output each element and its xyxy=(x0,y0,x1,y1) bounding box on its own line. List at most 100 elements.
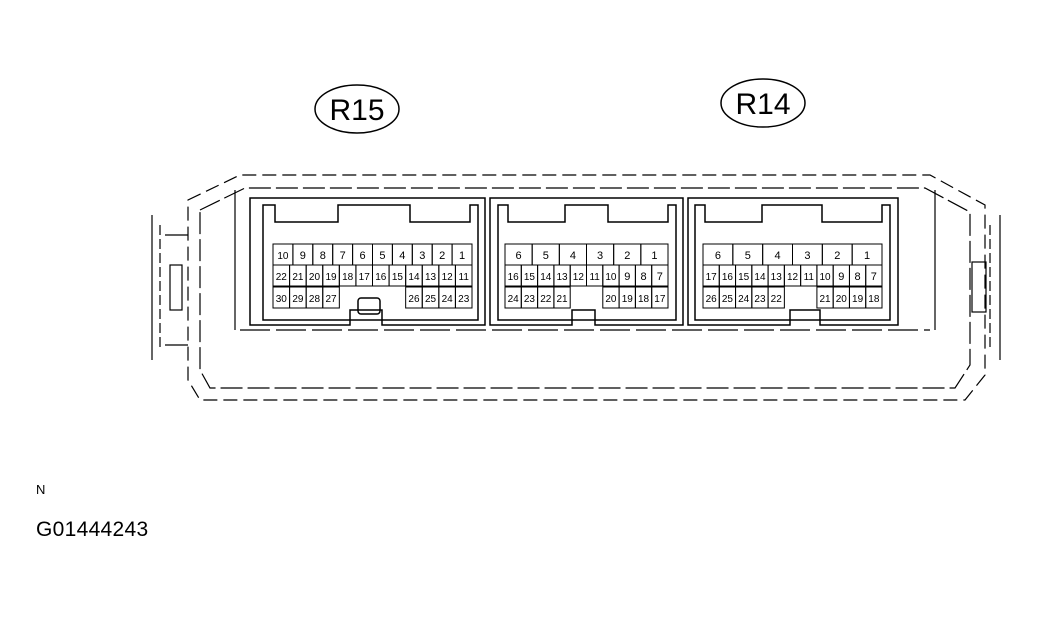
connector-body-r14a xyxy=(489,197,684,326)
pin-number: 6 xyxy=(516,250,522,262)
pin-cell xyxy=(865,264,883,287)
pin-number: 2 xyxy=(439,250,445,262)
pin-number: 19 xyxy=(622,294,634,305)
pin-number: 26 xyxy=(706,294,718,305)
pin-number: 3 xyxy=(597,250,603,262)
pin-number: 25 xyxy=(722,294,734,305)
pin-number: 4 xyxy=(775,250,781,262)
pin-number: 24 xyxy=(738,294,750,305)
pin-number: 29 xyxy=(292,294,304,305)
pin-number: 9 xyxy=(838,271,844,283)
pin-number: 10 xyxy=(277,251,289,262)
pin-number: 27 xyxy=(325,294,337,305)
pin-number: 11 xyxy=(459,272,470,283)
pin-cell xyxy=(651,286,669,309)
pin-number: 1 xyxy=(651,250,657,262)
pin-number: 1 xyxy=(864,250,870,262)
pin-number: 6 xyxy=(359,250,365,262)
pin-number: 23 xyxy=(754,294,766,305)
pin-number: 5 xyxy=(379,250,385,262)
pin-cell xyxy=(454,286,473,309)
pin-number: 7 xyxy=(657,271,663,283)
pin-cell xyxy=(454,264,473,287)
pin-number: 13 xyxy=(425,272,437,283)
pin-number: 22 xyxy=(540,294,552,305)
pin-number: 6 xyxy=(715,250,721,262)
pin-cell xyxy=(553,286,571,309)
pin-number: 16 xyxy=(375,272,387,283)
pin-number: 3 xyxy=(804,250,810,262)
pin-number: 4 xyxy=(570,250,576,262)
pin-number: 24 xyxy=(508,294,520,305)
pin-number: 14 xyxy=(540,272,552,283)
pin-number: 23 xyxy=(524,294,536,305)
pin-number: 20 xyxy=(605,294,617,305)
pin-number: 17 xyxy=(359,272,371,283)
pin-number: 13 xyxy=(556,272,568,283)
pin-number: 5 xyxy=(745,250,751,262)
pin-number: 18 xyxy=(868,294,880,305)
pin-number: 20 xyxy=(309,272,321,283)
pin-number: 26 xyxy=(408,294,420,305)
pin-number: 22 xyxy=(771,294,783,305)
pin-number: 18 xyxy=(638,294,650,305)
pin-number: 2 xyxy=(624,250,630,262)
pin-number: 9 xyxy=(624,271,630,283)
label-r14: R14 xyxy=(720,78,806,128)
pin-number: 19 xyxy=(325,272,337,283)
ecu-housing xyxy=(151,174,1001,401)
pin-number: 13 xyxy=(771,272,783,283)
pin-number: 30 xyxy=(276,294,288,305)
pin-number: 14 xyxy=(754,272,766,283)
pin-number: 8 xyxy=(640,271,646,283)
pin-number: 20 xyxy=(836,294,848,305)
pin-number: 2 xyxy=(834,250,840,262)
label-ellipse-r14 xyxy=(720,78,806,128)
pin-number: 16 xyxy=(508,272,520,283)
pin-number: 12 xyxy=(442,272,454,283)
pin-number: 21 xyxy=(556,294,568,305)
pin-number: 17 xyxy=(654,294,666,305)
pin-number: 8 xyxy=(320,250,326,262)
pin-number: 19 xyxy=(852,294,864,305)
pin-number: 4 xyxy=(399,250,405,262)
connector-label-r15: R15 xyxy=(329,94,384,127)
pin-cell xyxy=(322,286,340,309)
north-label: N xyxy=(36,482,46,497)
pin-number: 28 xyxy=(309,294,321,305)
pin-number: 5 xyxy=(543,250,549,262)
pin-number: 8 xyxy=(855,271,861,283)
pin-number: 7 xyxy=(340,250,346,262)
connector-body-r14 xyxy=(687,197,899,326)
pin-number: 17 xyxy=(706,272,718,283)
pin-number: 11 xyxy=(804,272,815,283)
pin-cell xyxy=(767,286,785,309)
pin-number: 21 xyxy=(819,294,831,305)
pin-number: 12 xyxy=(573,272,585,283)
pin-number: 7 xyxy=(871,271,877,283)
connector-label-r14: R14 xyxy=(735,88,790,121)
connector-body-r15 xyxy=(249,197,486,326)
pin-number: 25 xyxy=(425,294,437,305)
pin-number: 16 xyxy=(722,272,734,283)
pin-number: 24 xyxy=(442,294,454,305)
pin-number: 11 xyxy=(589,272,600,283)
pin-number: 9 xyxy=(300,250,306,262)
pin-number: 12 xyxy=(787,272,799,283)
pin-cell xyxy=(651,264,669,287)
pin-number: 21 xyxy=(292,272,304,283)
connector-latch xyxy=(357,297,381,315)
pin-number: 23 xyxy=(458,294,470,305)
pin-number: 15 xyxy=(738,272,750,283)
pin-number: 18 xyxy=(342,272,354,283)
pin-number: 15 xyxy=(524,272,536,283)
figure-id: G01444243 xyxy=(36,518,149,541)
pin-number: 22 xyxy=(276,272,288,283)
pin-number: 10 xyxy=(819,272,831,283)
pin-number: 3 xyxy=(419,250,425,262)
pin-number: 14 xyxy=(408,272,420,283)
pin-cell xyxy=(865,286,883,309)
